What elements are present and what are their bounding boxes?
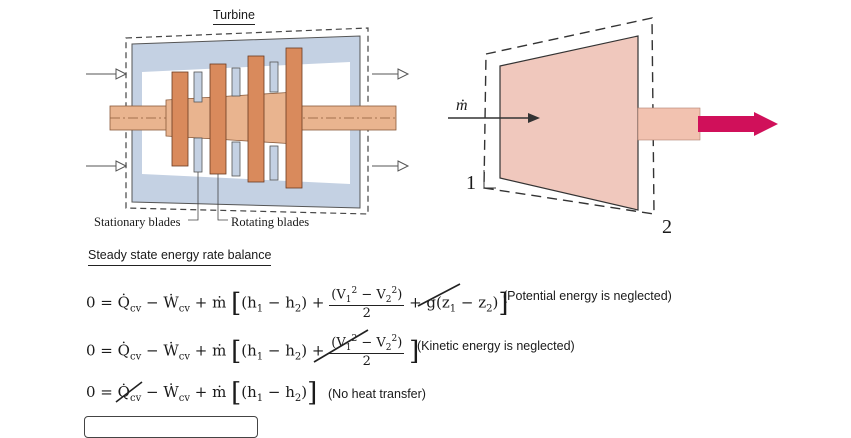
outlet-arrow — [372, 68, 410, 172]
rotating-blades-label: Rotating blades — [231, 215, 310, 229]
control-volume-diagram — [448, 17, 778, 215]
equation-2-note: (Kinetic energy is neglected) — [417, 339, 575, 353]
rotating-blade — [209, 63, 227, 175]
rotating-blade — [285, 47, 303, 189]
leader-stationary — [188, 172, 199, 221]
stationary-blade — [231, 67, 241, 97]
equation-3-note: (No heat transfer) — [328, 387, 426, 401]
control-volume-boundary — [125, 27, 369, 215]
turbine-cross-section — [86, 27, 410, 221]
stationary-blade — [193, 137, 203, 173]
stationary-blade — [193, 71, 203, 103]
work-arrow — [698, 112, 778, 136]
state-2-label: 2 — [662, 216, 672, 238]
strike-potential-energy — [417, 283, 461, 307]
equation-2: 0 = Q̇cv − Ẇcv + ṁ [(h1 − h2) + (V12 − V… — [86, 334, 420, 369]
stationary-blade — [269, 145, 279, 181]
state-1-label: 1 — [466, 172, 476, 194]
strike-kinetic-energy — [313, 329, 369, 363]
stationary-blades-label: Stationary blades — [94, 215, 181, 229]
cv-body — [499, 35, 639, 211]
turbine-title: Turbine — [213, 8, 255, 25]
equation-3: 0 = Q̇cv − Ẇcv + ṁ [(h1 − h2)] — [86, 378, 318, 408]
cv-shaft — [637, 107, 701, 141]
cv-boundary — [483, 17, 655, 215]
mass-flow-symbol: ṁ — [456, 97, 468, 114]
rotating-blade — [171, 71, 189, 167]
equation-1: 0 = Q̇cv − Ẇcv + ṁ [(h1 − h2) + (V12 − V… — [86, 286, 509, 321]
inlet-arrow — [86, 68, 128, 172]
section-heading: Steady state energy rate balance — [88, 248, 272, 266]
leader-rotating — [217, 174, 228, 221]
rotating-blade — [247, 55, 265, 183]
stationary-blade — [269, 61, 279, 93]
result-box — [84, 416, 258, 438]
equation-1-note: (Potential energy is neglected) — [503, 289, 672, 303]
mass-flow-arrow-head — [528, 113, 540, 123]
strike-heat-transfer — [115, 381, 143, 403]
stationary-blade — [231, 141, 241, 177]
